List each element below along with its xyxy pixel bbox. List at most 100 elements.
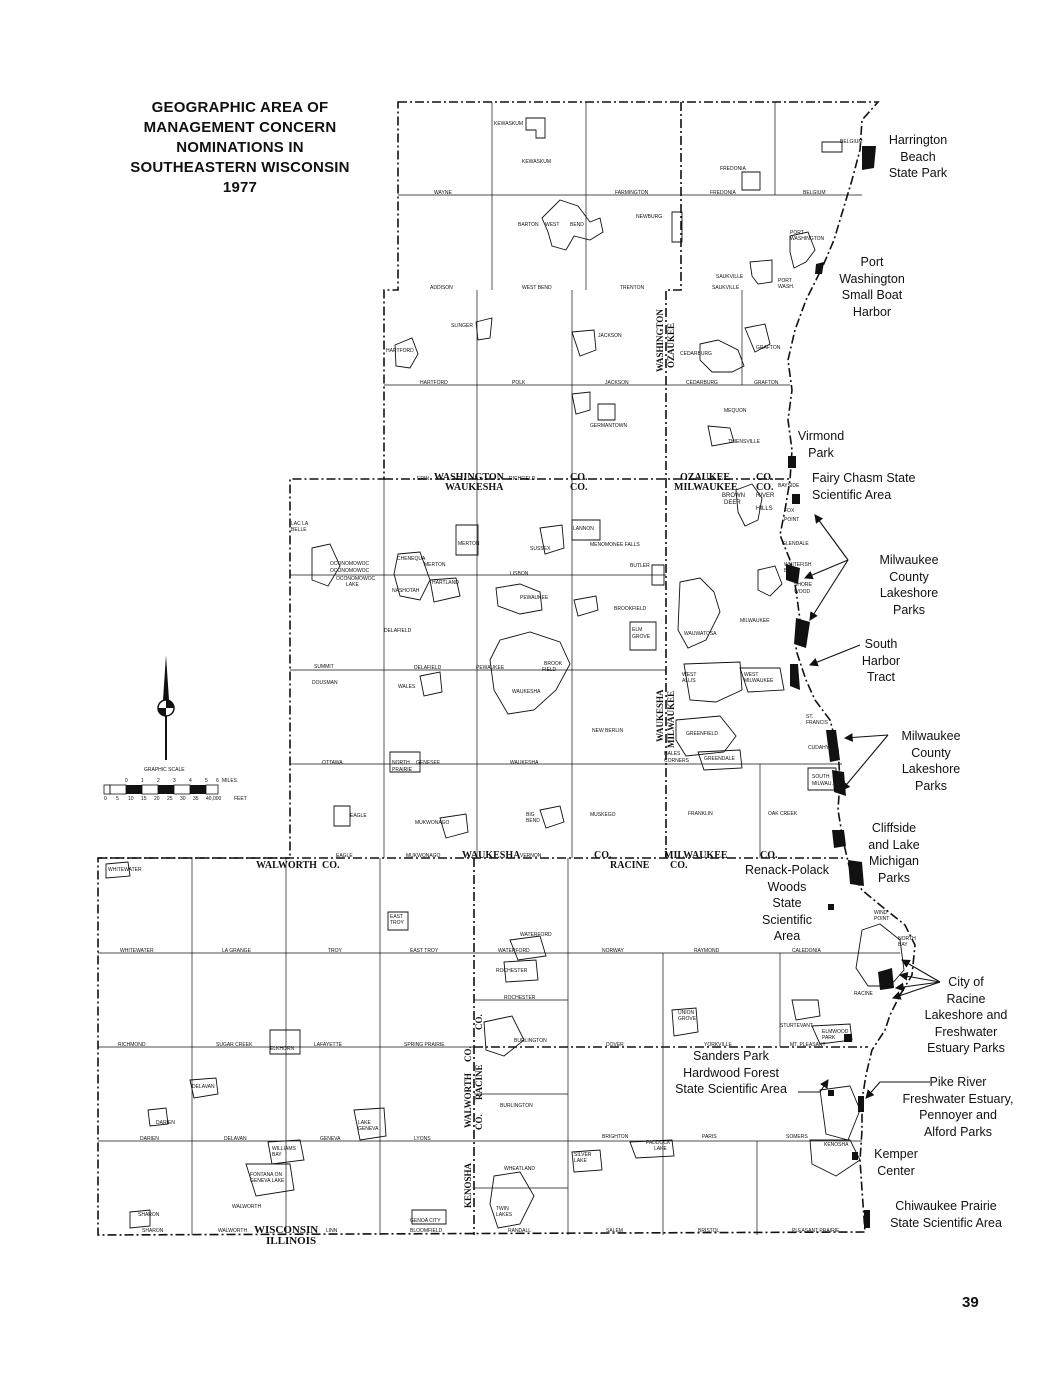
place-label: FOX <box>784 508 795 514</box>
place-label: GENOA CITY <box>410 1218 441 1224</box>
callout-line: Michigan <box>868 854 920 868</box>
callout-milwaukee-lakeshore-1: Milwaukee County Lakeshore Parks <box>866 552 952 618</box>
chiwaukee-prairie <box>864 1210 870 1228</box>
callout-line: Lakeshore <box>879 586 939 600</box>
county-label: CO. <box>670 860 688 871</box>
place-label: GENEVA <box>358 1126 379 1132</box>
place-label: ELM <box>632 627 642 633</box>
scale-tick: 0 <box>104 796 107 802</box>
callout-line: Hardwood Forest <box>683 1065 779 1080</box>
place-label: WEST <box>682 672 696 678</box>
place-label: BAY <box>784 568 794 574</box>
callout-virmond-park: Virmond Park <box>790 428 852 461</box>
place-label: SPRING PRAIRIE <box>404 1042 445 1048</box>
town-labels: KEWASKUM KEWASKUM WAYNE FARMINGTON FREDO… <box>108 121 916 1234</box>
place-label: LINN <box>326 1228 338 1234</box>
place-label: DARIEN <box>140 1136 159 1142</box>
place-label: UNION <box>678 1010 695 1016</box>
place-label: NASHOTAH <box>392 588 420 594</box>
harrington-beach-park <box>862 146 876 170</box>
place-label: WALWORTH <box>218 1228 247 1234</box>
place-label: NEWBURG <box>636 214 662 220</box>
pike-river-area <box>858 1096 864 1112</box>
callout-line: Beach <box>900 149 936 164</box>
place-label: VERNON <box>520 853 542 859</box>
place-label: POLK <box>512 380 526 386</box>
callout-racine: City of Racine Lakeshore and Freshwater … <box>914 974 1018 1057</box>
place-label: CORNERS <box>664 758 690 764</box>
place-label: DEER <box>724 500 741 506</box>
callout-line: Center <box>877 1163 915 1178</box>
callout-line: Virmond <box>797 429 845 443</box>
place-label: KEWASKUM <box>522 159 551 165</box>
place-label: MUSKEGO <box>590 812 616 818</box>
county-boundary <box>665 102 682 479</box>
place-label: SHORE <box>794 582 812 588</box>
place-label: GREENFIELD <box>686 731 718 737</box>
place-label: SAUKVILLE <box>712 285 740 291</box>
place-label: WAYNE <box>434 190 452 196</box>
county-label: MILWAUKEE <box>674 482 738 493</box>
place-label: WATERFORD <box>498 948 530 954</box>
place-label: GRAFTON <box>754 380 779 386</box>
place-label: DELAFIELD <box>414 665 442 671</box>
callout-line: County <box>911 745 951 760</box>
sanders-park <box>828 1090 834 1096</box>
callout-line: Alford Parks <box>923 1124 993 1139</box>
place-label: FRANCIS <box>806 720 829 726</box>
place-label: MENOMONEE FALLS <box>590 542 640 548</box>
scale-tick: 15 <box>141 796 147 802</box>
place-label: RANDALL <box>508 1228 531 1234</box>
place-label: BROWN <box>722 493 745 499</box>
place-label: PLEASANT PRAIRIE <box>792 1228 840 1234</box>
place-label: RICHFIELD <box>509 476 536 482</box>
place-label: HALES <box>664 751 681 757</box>
place-label: WASH. <box>778 284 794 290</box>
place-label: BELLE <box>291 527 307 533</box>
place-label: LISBON <box>510 571 529 577</box>
place-label: BURLINGTON <box>500 1103 533 1109</box>
scale-tick: 20 <box>154 796 160 802</box>
callout-line: Milwaukee <box>879 553 939 567</box>
place-label: LAKES <box>496 1212 513 1218</box>
place-label: HARTLAND <box>432 580 459 586</box>
place-label: LA GRANGE <box>222 948 252 954</box>
place-label: POINT <box>874 916 889 922</box>
callout-line: Tract <box>866 670 895 684</box>
county-label: CO. <box>756 472 774 483</box>
place-label: CEDARBURG <box>686 380 718 386</box>
callout-line: Freshwater <box>934 1024 998 1039</box>
place-label: TROY <box>328 948 343 954</box>
place-label: LANNON <box>573 526 594 532</box>
place-label: RIVER <box>756 493 775 499</box>
region-boundary <box>97 101 916 1236</box>
callout-line: State Scientific Area <box>890 1215 1002 1230</box>
callout-line: Harrington <box>888 133 948 147</box>
place-label: TRENTON <box>620 285 644 291</box>
map-title: GEOGRAPHIC AREA OF MANAGEMENT CONCERN NO… <box>100 98 380 198</box>
place-label: ERIN <box>417 476 429 482</box>
callout-line: State Park <box>888 166 948 180</box>
place-label: SUMMIT <box>314 664 334 670</box>
place-label: WASHINGTON <box>790 236 825 242</box>
callout-milwaukee-lakeshore-2: Milwaukee County Lakeshore Parks <box>888 728 974 794</box>
scale-unit: MILES <box>222 778 238 784</box>
place-label: MUKWONAGO <box>406 853 441 859</box>
place-label: PEWAUKEE <box>476 665 505 671</box>
place-label: PORT <box>778 278 792 284</box>
place-label: LAKE <box>574 1158 587 1164</box>
place-label: EAGLE <box>336 853 353 859</box>
place-label: MERTON <box>458 541 480 547</box>
leader-lines <box>798 514 941 1099</box>
place-label: FREDONIA <box>720 166 747 172</box>
place-label: WOOD <box>794 589 810 595</box>
township-grid <box>98 102 900 1235</box>
callout-line: Washington <box>839 271 905 286</box>
place-label: RICHMOND <box>118 1042 146 1048</box>
place-label: OAK CREEK <box>768 811 798 817</box>
nominated-areas <box>786 146 894 1228</box>
callout-line: State <box>772 896 802 910</box>
place-label: ELMWOOD <box>822 1029 849 1035</box>
place-label: SUSSEX <box>530 546 551 552</box>
callout-line: Park <box>808 445 834 460</box>
